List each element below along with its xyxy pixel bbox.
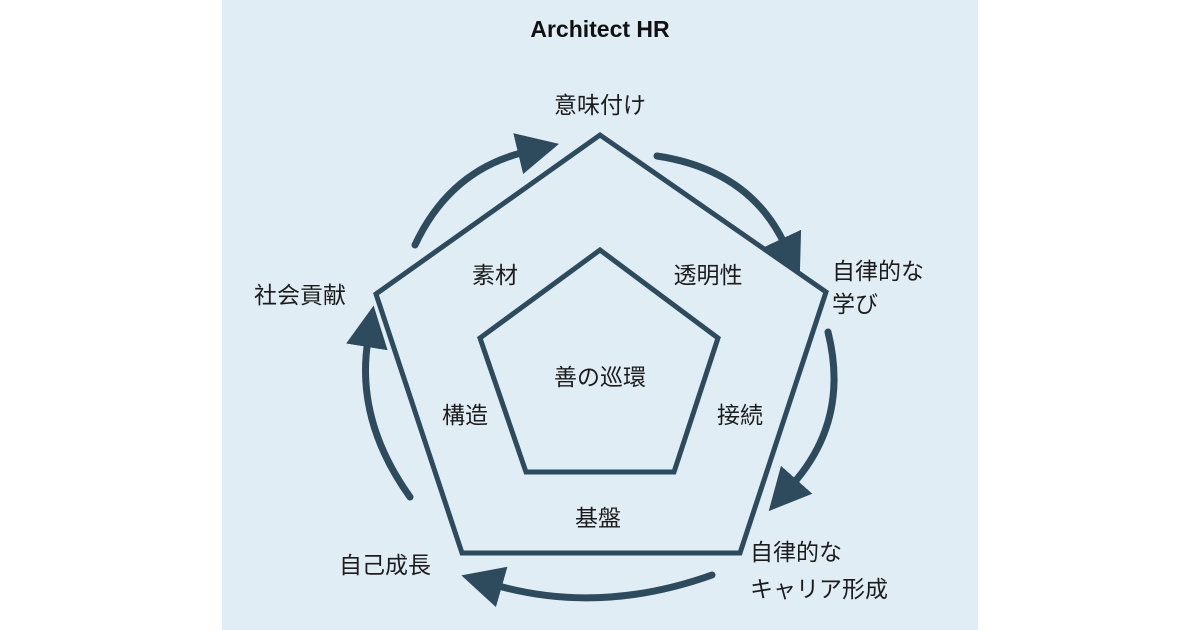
label-autonomous-learning-2: 学び	[832, 292, 878, 318]
label-social-contribution: 社会貢献	[254, 283, 346, 309]
label-structure: 構造	[442, 403, 488, 429]
label-meaning: 意味付け	[554, 93, 646, 119]
label-career-2: キャリア形成	[750, 577, 888, 603]
diagram-title: Architect HR	[530, 16, 670, 42]
arrow-top-right	[653, 152, 802, 277]
label-autonomous-learning-1: 自律的な	[832, 259, 924, 285]
label-center-cycle: 善の巡環	[554, 365, 646, 391]
label-self-growth: 自己成長	[339, 553, 431, 579]
label-connection: 接続	[717, 403, 763, 429]
label-material: 素材	[472, 263, 518, 289]
arrow-right	[768, 328, 838, 512]
label-foundation: 基盤	[575, 506, 621, 532]
inner-pentagon	[477, 246, 721, 475]
label-transparency: 透明性	[673, 263, 743, 289]
arrow-bottom	[461, 566, 716, 608]
arrow-left	[346, 305, 414, 501]
arrow-top-left	[411, 133, 560, 249]
label-career-1: 自律的な	[750, 540, 842, 566]
